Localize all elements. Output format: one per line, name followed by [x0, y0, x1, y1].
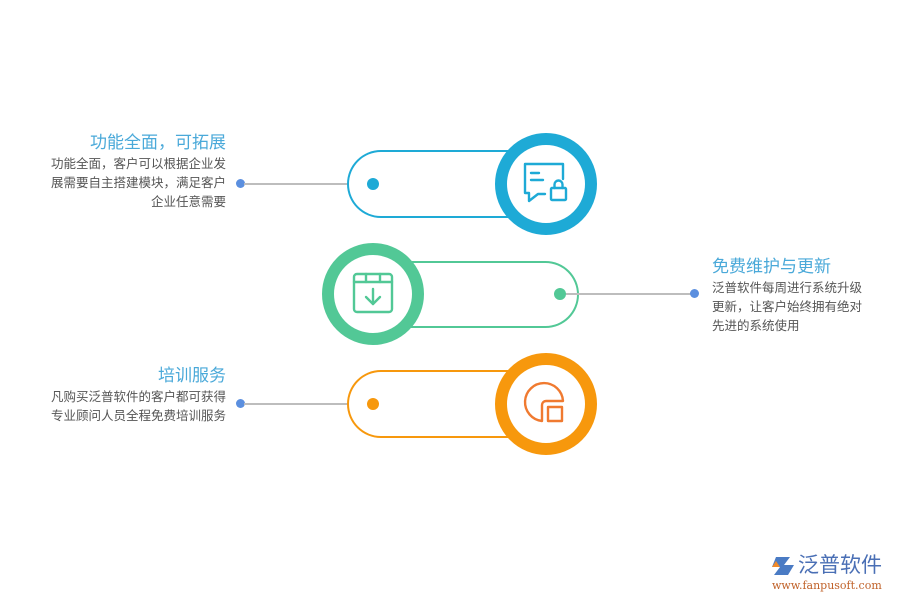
feature-2-dot: [554, 288, 566, 300]
connector-end-dot: [690, 289, 699, 298]
feature-2-desc-line-3: 先进的系统使用: [712, 318, 800, 333]
feature-3-desc-line-2: 专业顾问人员全程免费培训服务: [50, 408, 226, 423]
feature-2-title: 免费维护与更新: [712, 257, 831, 277]
feature-3-desc-line-1: 凡购买泛普软件的客户都可获得: [50, 389, 226, 404]
brand-logo: 泛普软件 www.fanpusoft.com: [770, 552, 895, 594]
pie-square-icon: [523, 381, 565, 423]
download-box-icon: [352, 272, 394, 314]
feature-2-text: 免费维护与更新 泛普软件每周进行系统升级 更新，让客户始终拥有绝对 先进的系统使…: [712, 256, 900, 335]
feature-2-desc-line-1: 泛普软件每周进行系统升级: [712, 280, 863, 295]
feature-1-text: 功能全面，可拓展 功能全面，客户可以根据企业发 展需要自主搭建模块，满足客户 企…: [0, 132, 226, 211]
connector-line: [244, 403, 368, 405]
fanpu-logo-icon: [772, 557, 794, 575]
connector-end-dot: [236, 399, 245, 408]
feature-3-text: 培训服务 凡购买泛普软件的客户都可获得 专业顾问人员全程免费培训服务: [0, 365, 226, 425]
feature-1-desc-line-1: 功能全面，客户可以根据企业发: [50, 156, 226, 171]
feature-1-dot: [367, 178, 379, 190]
logo-name: 泛普软件: [798, 553, 882, 577]
feature-2-desc-line-2: 更新，让客户始终拥有绝对: [712, 299, 863, 314]
feature-2-pill: [400, 261, 579, 328]
connector-line: [566, 293, 692, 295]
connector-end-dot: [236, 179, 245, 188]
feature-3-title: 培训服务: [158, 366, 226, 386]
logo-url: www.fanpusoft.com: [772, 579, 882, 592]
feature-1-desc-line-2: 展需要自主搭建模块，满足客户: [50, 175, 226, 190]
chat-lock-icon: [523, 162, 568, 203]
connector-line: [244, 183, 368, 185]
feature-1-desc-line-3: 企业任意需要: [150, 194, 226, 209]
feature-3-dot: [367, 398, 379, 410]
feature-1-title: 功能全面，可拓展: [90, 133, 226, 153]
